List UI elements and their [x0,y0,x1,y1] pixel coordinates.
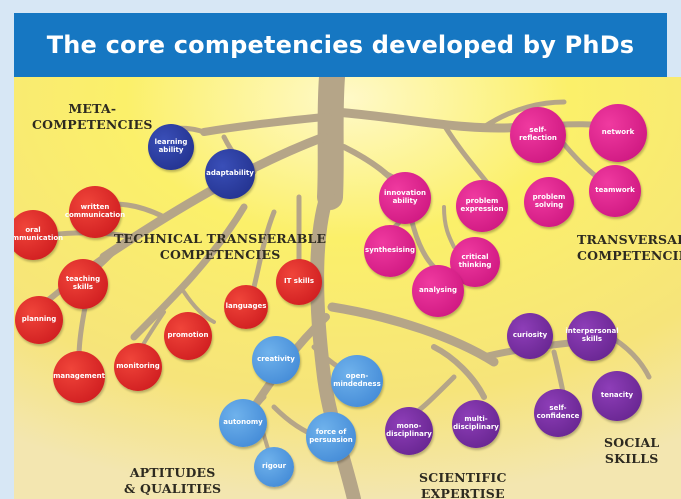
competency-node: self-reflection [510,107,566,163]
competency-node: rigour [254,447,294,487]
competency-node: languages [224,285,268,329]
competency-node: IT skills [276,259,322,305]
competency-node: teamwork [589,165,641,217]
competency-node: monitoring [114,343,162,391]
competency-node: tenacity [592,371,642,421]
competency-node: adaptability [205,149,255,199]
competency-node: promotion [164,312,212,360]
competency-node: management [53,351,105,403]
competency-node: open-mindedness [331,355,383,407]
tree-scene: META-COMPETENCIES TECHNICAL TRANSFERABLE… [14,77,681,499]
competency-node: curiosity [507,313,553,359]
competency-node: innovation ability [379,172,431,224]
category-label-meta: META-COMPETENCIES [32,101,153,132]
category-label-aptitudes: APTITUDES& QUALITIES [124,465,222,496]
competency-node: multi-disciplinary [452,400,500,448]
competency-node: written communication [65,186,125,238]
competency-node: force of persuasion [306,412,356,462]
page-title: The core competencies developed by PhDs [46,31,635,59]
title-banner: The core competencies developed by PhDs [14,13,667,77]
competency-node: creativity [252,336,300,384]
competency-node: problem expression [456,180,508,232]
competency-node: synthesising [364,225,416,277]
competency-node: oral communication [14,210,63,260]
competency-node: planning [15,296,63,344]
competency-node: network [589,104,647,162]
competency-node: learning ability [148,124,194,170]
category-label-transversal: TRANSVERSALCOMPETENCIES [577,232,681,263]
competency-node: teaching skills [58,259,108,309]
competency-node: self-confidence [534,389,582,437]
competency-node: mono-disciplinary [385,407,433,455]
competency-node: interpersonal skills [565,311,619,361]
tree-illustration [14,77,681,499]
competency-node: problem solving [524,177,574,227]
competency-node: analysing [412,265,464,317]
competency-node: autonomy [219,399,267,447]
